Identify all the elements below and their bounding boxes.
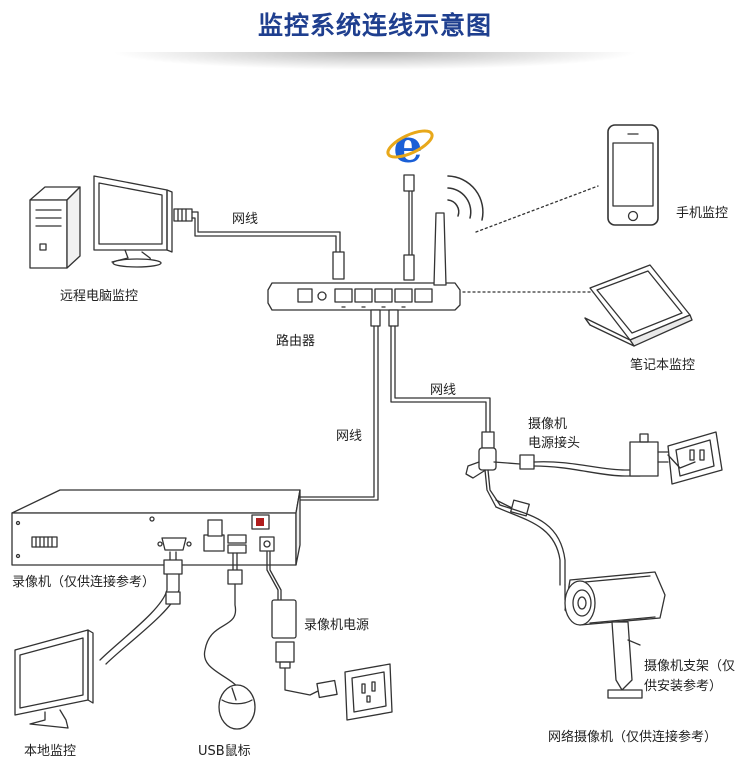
local-monitor-label: 本地监控 (24, 744, 77, 759)
network-camera-label: 网络摄像机（仅供连接参考） (548, 730, 718, 745)
wall-socket-icon (667, 431, 723, 485)
recorder-label: 录像机（仅供连接参考） (12, 575, 156, 590)
cam-power-label-2: 电源接头 (528, 436, 581, 451)
phone-icon (607, 124, 659, 226)
title-shadow (110, 52, 640, 70)
laptop-label: 笔记本监控 (630, 358, 696, 373)
ie-icon: e (386, 119, 434, 173)
cable-label-right: 网线 (430, 383, 457, 398)
local-monitor-icon (14, 629, 94, 729)
nvr-power-adapter-icon (271, 599, 297, 669)
router-label: 路由器 (276, 334, 316, 349)
remote-pc-label: 远程电脑监控 (60, 289, 139, 304)
mouse-icon (218, 684, 256, 730)
router-icon (267, 212, 461, 311)
nvr-icon (11, 489, 301, 566)
svg-text:e: e (393, 119, 422, 173)
power-adapter-icon (629, 433, 669, 477)
bracket-label-2: 供安装参考） (644, 679, 723, 694)
cable-label-mid: 网线 (336, 429, 363, 444)
camera-icon (564, 571, 666, 699)
nvr-wall-socket-icon (344, 663, 393, 721)
laptop-icon (584, 264, 693, 347)
pc-tower-icon (29, 186, 81, 269)
usb-mouse-label: USB鼠标 (198, 744, 251, 759)
camera-pigtail (465, 447, 641, 586)
cable-label-top: 网线 (232, 212, 259, 227)
diagram-title: 监控系统连线示意图 (257, 11, 492, 40)
cam-power-label-1: 摄像机 (528, 417, 568, 432)
wifi-icon (447, 175, 484, 221)
phone-label: 手机监控 (676, 206, 729, 221)
monitor-icon (93, 175, 173, 268)
recorder-power-label: 录像机电源 (304, 618, 370, 633)
bracket-label-1: 摄像机支架（仅 (644, 659, 736, 674)
